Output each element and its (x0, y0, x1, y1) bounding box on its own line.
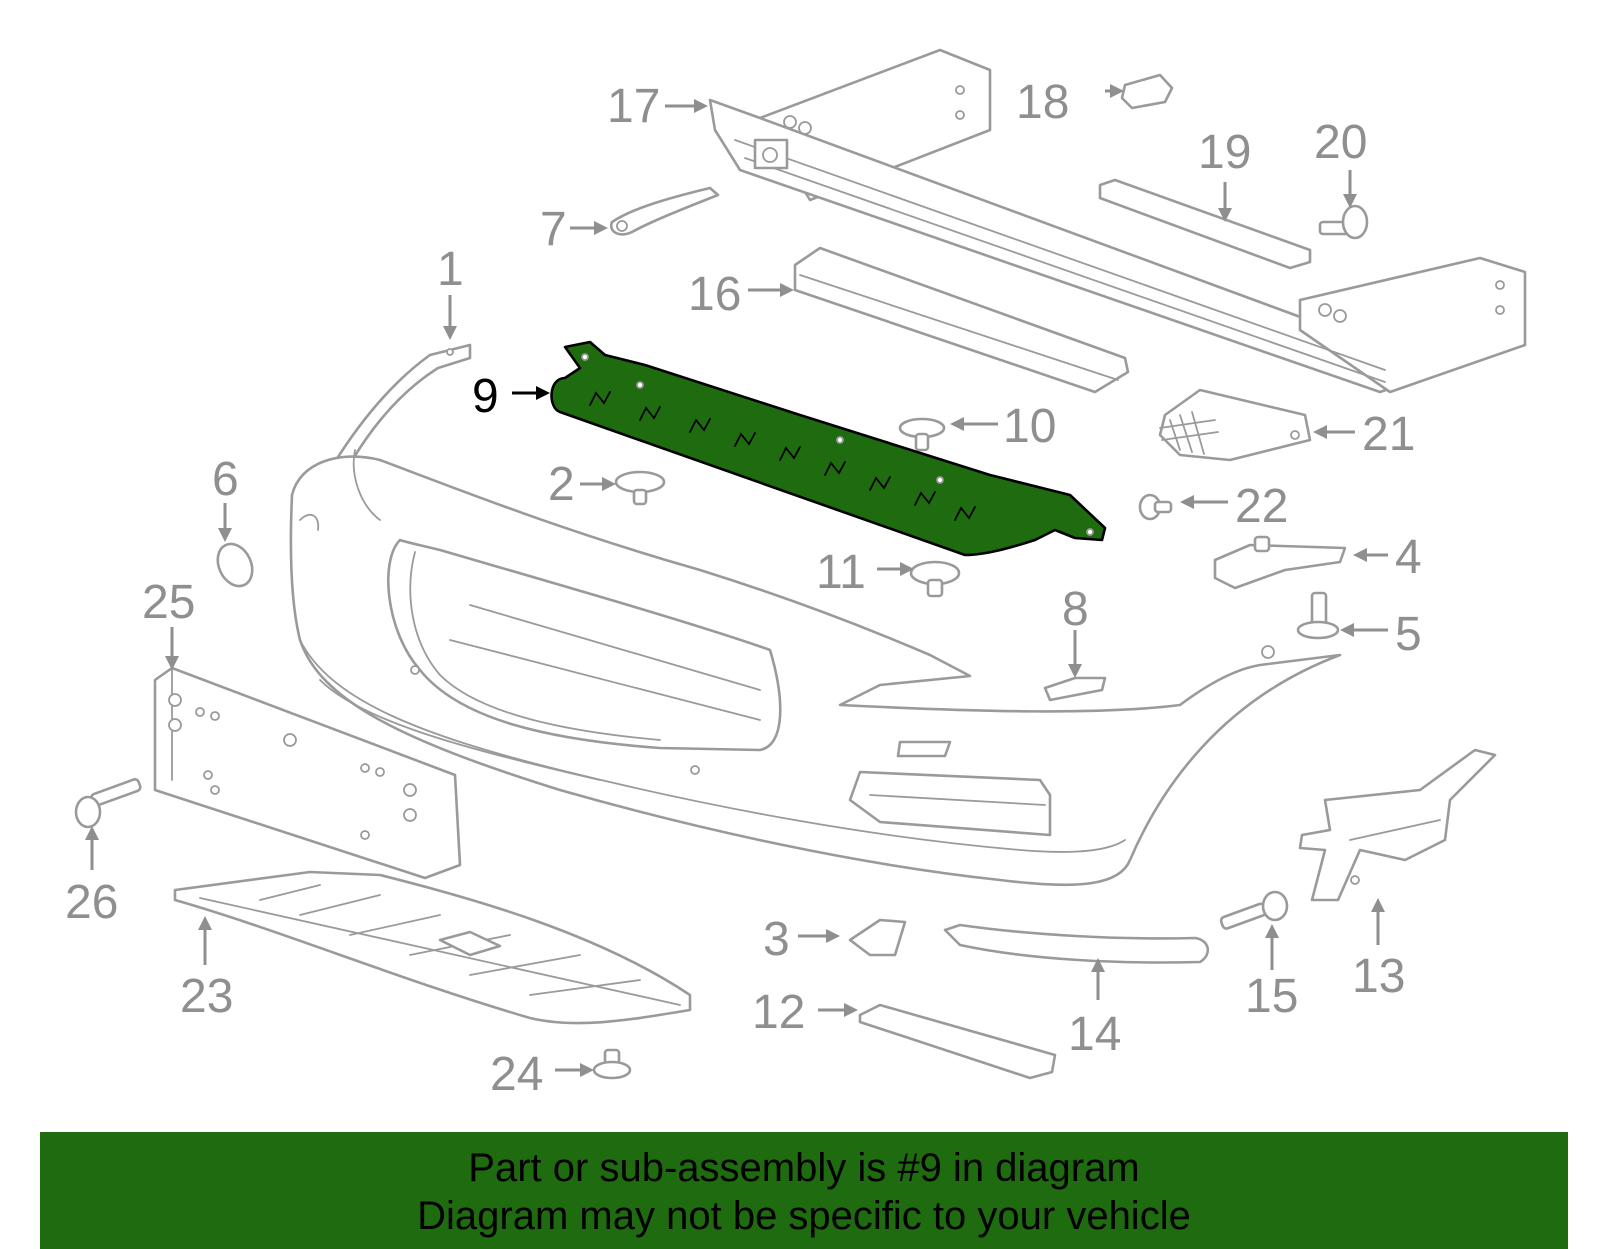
part-12-strip (858, 1003, 1057, 1080)
part-9-deflector-highlighted (550, 340, 1107, 557)
part-26-screw (74, 778, 142, 829)
part-15-bolt (1219, 890, 1289, 930)
part-4-bracket (1213, 535, 1347, 590)
part-10-pin (898, 417, 946, 452)
callout-21: 21 (1362, 408, 1415, 461)
info-banner: Part or sub-assembly is #9 in diagram Di… (40, 1132, 1568, 1249)
callout-8: 8 (1062, 583, 1089, 636)
part-17-reinforcement-beam (708, 48, 1527, 394)
callout-7: 7 (540, 203, 567, 256)
part-23-undertray (173, 870, 692, 1025)
part-13-bracket (1298, 748, 1497, 902)
part-24-clip (592, 1048, 632, 1080)
callout-23: 23 (180, 970, 233, 1023)
callout-19: 19 (1198, 126, 1251, 179)
callout-4: 4 (1395, 531, 1422, 584)
part-19-strip (1098, 178, 1312, 270)
callout-11: 11 (816, 546, 866, 599)
banner-line-part: Part or sub-assembly is #9 in diagram (468, 1146, 1140, 1190)
callout-1: 1 (437, 243, 464, 296)
parts-diagram: 17 18 19 20 7 16 1 9 10 21 6 2 22 4 11 2… (65, 48, 1527, 1101)
callout-6: 6 (212, 453, 239, 506)
part-8-plate (1043, 676, 1107, 702)
part-14-molding (943, 923, 1209, 964)
part-3-clip (848, 918, 907, 957)
callout-2: 2 (548, 458, 575, 511)
part-2-pin (614, 470, 666, 506)
callout-17: 17 (607, 80, 660, 133)
callout-20: 20 (1314, 116, 1367, 169)
callout-16: 16 (688, 268, 741, 321)
callout-14: 14 (1068, 1008, 1121, 1061)
callout-5: 5 (1395, 608, 1422, 661)
bumper-cover (289, 449, 1342, 887)
callout-12: 12 (752, 986, 805, 1039)
callout-22: 22 (1235, 480, 1288, 533)
callout-13: 13 (1352, 950, 1405, 1003)
part-18-cap (1120, 73, 1174, 110)
callout-26: 26 (65, 876, 118, 929)
callout-9: 9 (472, 370, 499, 423)
callout-15: 15 (1245, 970, 1298, 1023)
part-6-round-cap (216, 542, 254, 588)
part-20-bolt (1318, 204, 1369, 240)
callout-3: 3 (763, 913, 790, 966)
callout-25: 25 (142, 576, 195, 629)
banner-line-disclaimer: Diagram may not be specific to your vehi… (417, 1194, 1191, 1238)
part-11-pin (909, 560, 961, 598)
callout-24: 24 (490, 1048, 543, 1101)
part-16-absorber (793, 246, 1130, 394)
callout-18: 18 (1016, 76, 1069, 129)
part-5-fastener (1296, 591, 1340, 640)
callout-labels: 17 18 19 20 7 16 1 9 10 21 6 2 22 4 11 2… (65, 76, 1422, 1101)
part-22-pin (1138, 493, 1173, 521)
callout-10: 10 (1003, 400, 1056, 453)
part-21-vent (1158, 388, 1312, 462)
callout-arrows (85, 84, 1388, 1077)
part-7-strap (609, 186, 720, 236)
